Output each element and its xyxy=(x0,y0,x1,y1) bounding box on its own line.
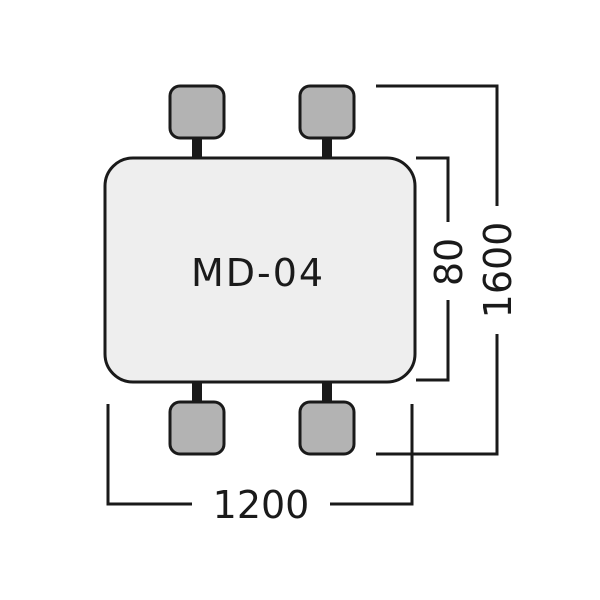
dimension-line-depth-table-top xyxy=(416,156,450,222)
dimension-line-depth-table-bottom xyxy=(416,300,450,382)
chair-bottom-right xyxy=(298,400,356,456)
dimension-depth-total-label: 1600 xyxy=(476,222,520,319)
table-top xyxy=(103,156,417,384)
dimension-line-width-left xyxy=(106,404,192,506)
dimension-line-depth-total-top xyxy=(376,84,499,206)
chair-post-top-left xyxy=(192,135,202,161)
dimension-width-label: 1200 xyxy=(213,483,310,527)
chair-post-bottom-left xyxy=(192,378,202,404)
chair-post-top-right xyxy=(322,135,332,161)
chair-top-left xyxy=(168,84,226,140)
table-label: MD-04 xyxy=(191,251,325,295)
dimension-depth-table-label: 80 xyxy=(427,238,471,286)
chair-top-right xyxy=(298,84,356,140)
chair-bottom-left xyxy=(168,400,226,456)
dimension-line-width-right xyxy=(330,404,414,506)
dimension-line-depth-total-bottom xyxy=(376,334,499,456)
chair-post-bottom-right xyxy=(322,378,332,404)
